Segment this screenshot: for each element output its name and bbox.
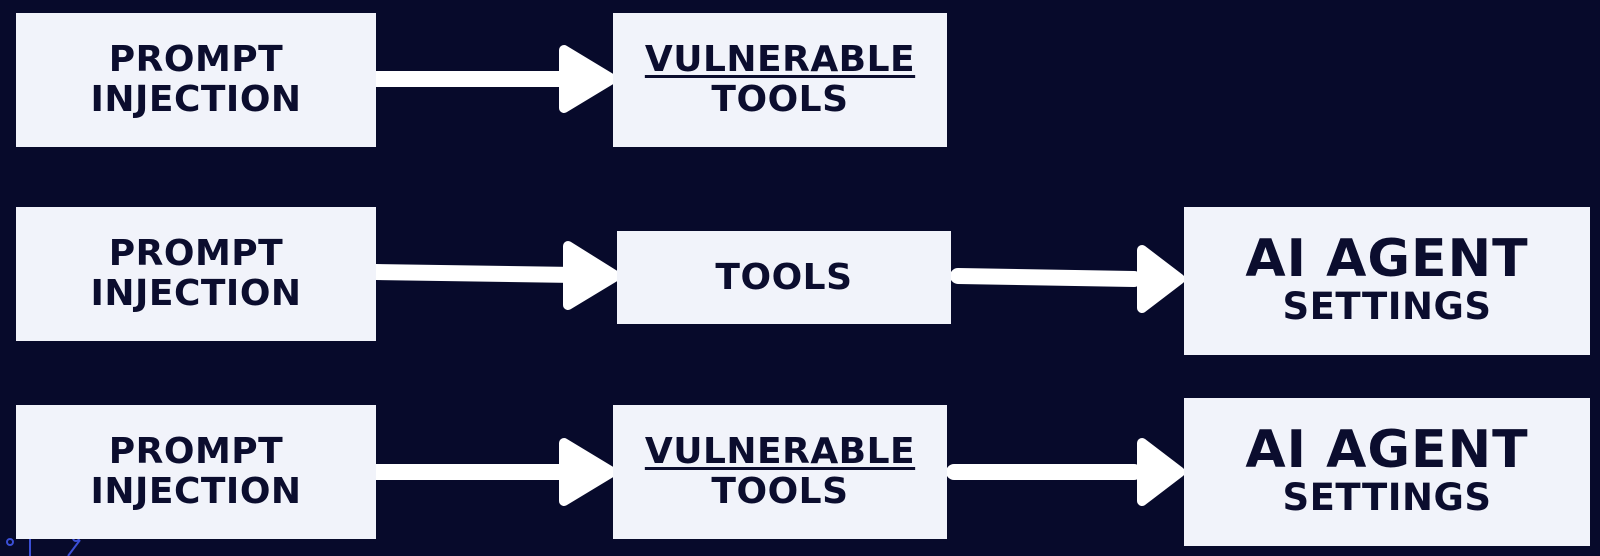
arrow-row2-source-to-middle (368, 241, 621, 310)
row3-source-line2: INJECTION (90, 471, 302, 512)
row3-source-line1: PROMPT (108, 431, 284, 472)
row3-middle-line1: VULNERABLE (644, 431, 916, 472)
row2-source-line1: PROMPT (108, 233, 284, 274)
row3-prompt-injection-box: PROMPT INJECTION (16, 405, 376, 539)
row1-prompt-injection-box: PROMPT INJECTION (16, 13, 376, 147)
row1-source-line1: PROMPT (108, 39, 284, 80)
row3-ai-agent-settings-box: AI AGENT SETTINGS (1184, 398, 1590, 546)
row2-target-line1: AI AGENT (1245, 229, 1529, 289)
row3-target-line1: AI AGENT (1245, 420, 1529, 480)
row1-middle-line2: TOOLS (711, 79, 849, 120)
row1-vulnerable-tools-box: VULNERABLE TOOLS (613, 13, 947, 147)
arrow-row1-source-to-middle (368, 45, 617, 113)
row1-middle-line1: VULNERABLE (644, 39, 916, 80)
arrow-row3-middle-to-target (946, 438, 1185, 506)
row2-tools-box: TOOLS (617, 231, 951, 324)
row2-source-line2: INJECTION (90, 273, 302, 314)
row2-target-line2: SETTINGS (1282, 285, 1492, 328)
row3-target-line2: SETTINGS (1282, 476, 1492, 519)
row2-ai-agent-settings-box: AI AGENT SETTINGS (1184, 207, 1590, 355)
arrow-row2-middle-to-target (950, 245, 1185, 313)
row2-middle-line1: TOOLS (715, 256, 853, 298)
arrow-row3-source-to-middle (368, 438, 617, 506)
row1-source-line2: INJECTION (90, 79, 302, 120)
row2-prompt-injection-box: PROMPT INJECTION (16, 207, 376, 341)
row3-middle-line2: TOOLS (711, 471, 849, 512)
row3-vulnerable-tools-box: VULNERABLE TOOLS (613, 405, 947, 539)
